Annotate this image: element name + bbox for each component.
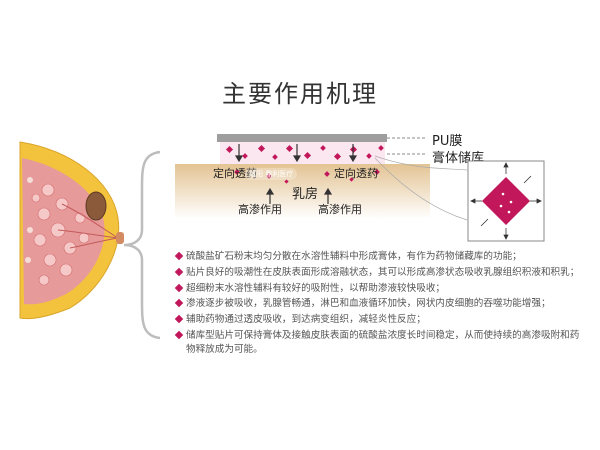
list-item: 硫酸盐矿石粉末均匀分散在水溶性辅料中形成膏体，有作为药物储藏库的功能；	[174, 250, 586, 264]
list-item: 渗液逐步被吸收，乳腺管畅通，淋巴和血液循环加快，网状内皮细胞的吞噬功能增强；	[174, 297, 586, 311]
list-item: 超细粉末水溶性辅料有较好的吸附性，以帮助渗液较快吸收；	[174, 282, 586, 296]
list-item: 辅助药物通过透皮吸收，到达病变组织，减轻炎性反应；	[174, 313, 586, 327]
paste-reservoir	[220, 142, 385, 164]
mechanism-bullet-list: 硫酸盐矿石粉末均匀分散在水溶性辅料中形成膏体，有作为药物储藏库的功能； 贴片良好…	[174, 250, 586, 358]
breast-anatomy-illustration	[19, 141, 124, 320]
particle-detail-box	[467, 160, 545, 242]
left-high-perm-label: 高渗作用	[238, 203, 282, 216]
left-permeation-label: 定向透药	[213, 167, 257, 180]
down-arrows	[234, 144, 358, 163]
bullet-diamond-icon	[174, 283, 184, 292]
bullet-diamond-icon	[174, 314, 184, 324]
zoom-lines	[374, 155, 468, 221]
breast-label: 乳房	[292, 187, 319, 202]
page-title: 主要作用机理	[222, 80, 378, 108]
bullet-diamond-icon	[174, 330, 184, 340]
diffusion-arrows	[470, 162, 542, 240]
bullet-diamond-icon	[174, 267, 184, 277]
bullet-diamond-icon	[174, 251, 184, 261]
curly-brace	[123, 150, 161, 340]
right-high-perm-label: 高渗作用	[318, 203, 362, 216]
pu-film	[217, 134, 387, 142]
mechanism-diagram	[175, 134, 468, 221]
magnified-particle	[481, 176, 531, 226]
bullet-diamond-icon	[174, 299, 184, 308]
up-arrows	[265, 187, 333, 204]
pu-film-label: PU膜	[432, 134, 463, 149]
leader-lines	[387, 137, 427, 155]
list-item: 储库型贴片可保持膏体及接触皮肤表面的硫酸盐浓度长时间稳定，从而使持续的高渗吸附和…	[174, 329, 586, 356]
watermark: 咸阳 鼎利医疗	[245, 168, 298, 180]
skin-layer	[175, 164, 430, 219]
right-permeation-label: 定向透药	[334, 167, 378, 180]
list-item: 贴片良好的吸潮性在皮肤表面形成溶融状态，其可以形成高渗状态吸收乳腺组织积液和积乳…	[174, 266, 586, 280]
